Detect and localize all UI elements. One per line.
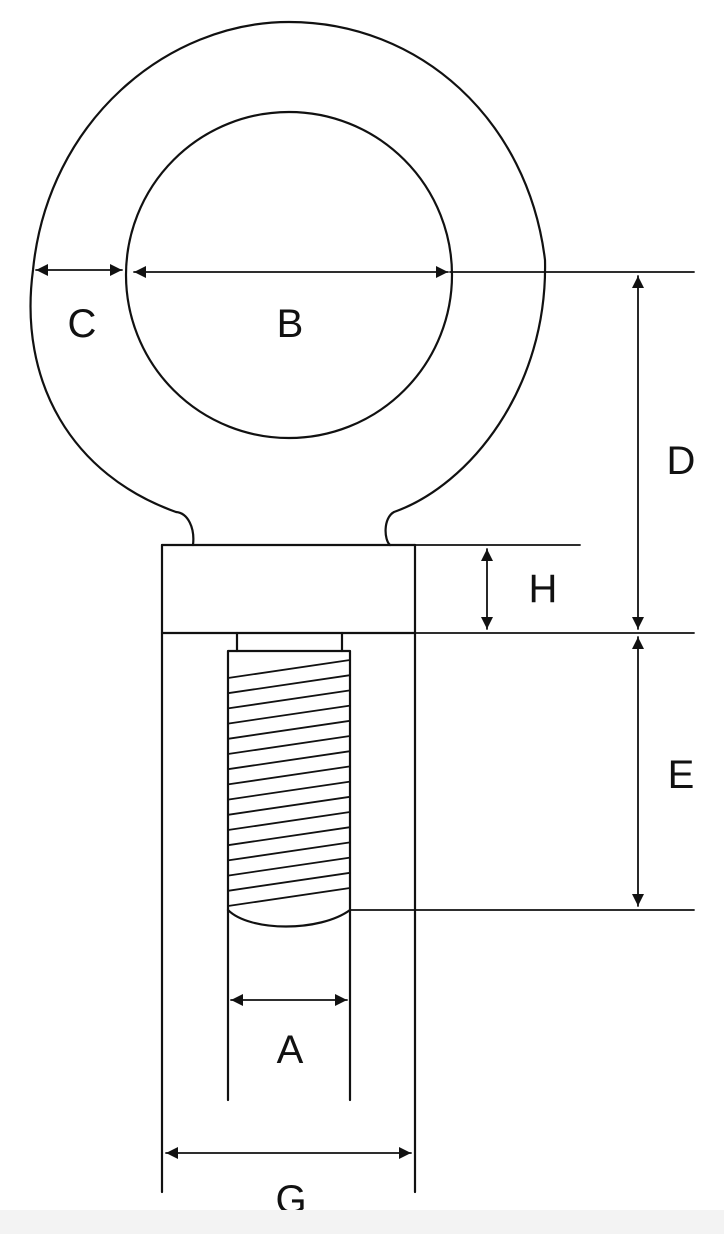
eye-inner-circle xyxy=(124,110,454,440)
thread-line xyxy=(227,704,351,725)
thread-line xyxy=(227,735,351,755)
thread-line xyxy=(227,765,351,786)
thread-outline xyxy=(226,649,352,912)
eye-outer-contour xyxy=(29,20,547,547)
label-c: C xyxy=(68,302,97,346)
thread-line xyxy=(227,719,351,740)
thread-tip xyxy=(226,908,352,928)
thread-line xyxy=(227,856,351,877)
thread-line xyxy=(227,871,351,892)
thread-line xyxy=(227,674,351,695)
thread-line xyxy=(227,887,351,907)
label-e: E xyxy=(668,753,695,797)
label-b: B xyxy=(277,302,304,346)
thread-line xyxy=(227,689,351,710)
thread-line xyxy=(227,659,351,679)
label-a: A xyxy=(277,1028,304,1072)
thread-lines xyxy=(227,659,351,907)
thread-line xyxy=(227,795,351,816)
label-d: D xyxy=(667,439,696,483)
thread-line xyxy=(227,780,351,801)
bottom-band xyxy=(0,1210,724,1234)
label-h: H xyxy=(529,567,558,611)
thread-line xyxy=(227,826,351,847)
thread-relief xyxy=(235,631,344,653)
thread-line xyxy=(227,811,351,831)
thread-line xyxy=(227,750,351,771)
thread-line xyxy=(227,841,351,862)
